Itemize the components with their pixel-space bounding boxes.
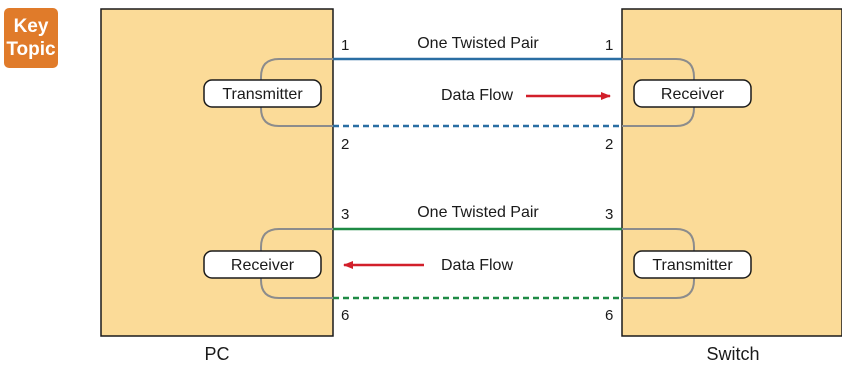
data-flow-label-2: Data Flow [441, 257, 513, 274]
pc-transmitter-label: Transmitter [222, 86, 303, 103]
key-topic-badge-bg [4, 8, 58, 68]
switch-receiver-box: Receiver [633, 79, 752, 108]
pc-device-box [100, 8, 334, 337]
key-topic-line2: Topic [6, 39, 56, 60]
pin-right-3: 3 [605, 206, 613, 223]
pin-left-6: 6 [341, 307, 349, 324]
key-topic-line1: Key [14, 16, 49, 37]
switch-transmitter-box: Transmitter [633, 250, 752, 279]
pair1-label: One Twisted Pair [417, 35, 539, 52]
pin-left-2: 2 [341, 136, 349, 153]
pin-right-2: 2 [605, 136, 613, 153]
switch-receiver-label: Receiver [661, 86, 725, 103]
switch-device-box [621, 8, 842, 337]
switch-transmitter-label: Transmitter [652, 257, 733, 274]
pc-transmitter-box: Transmitter [203, 79, 322, 108]
pin-left-3: 3 [341, 206, 349, 223]
pin-right-6: 6 [605, 307, 613, 324]
pair2-label: One Twisted Pair [417, 204, 539, 221]
pc-receiver-label: Receiver [231, 257, 295, 274]
pin-left-1: 1 [341, 37, 349, 54]
switch-device-label: Switch [706, 344, 759, 364]
pc-receiver-box: Receiver [203, 250, 322, 279]
pin-right-1: 1 [605, 37, 613, 54]
key-topic-badge: Key Topic [4, 8, 58, 68]
data-flow-label-1: Data Flow [441, 87, 513, 104]
pc-device-label: PC [204, 344, 229, 364]
